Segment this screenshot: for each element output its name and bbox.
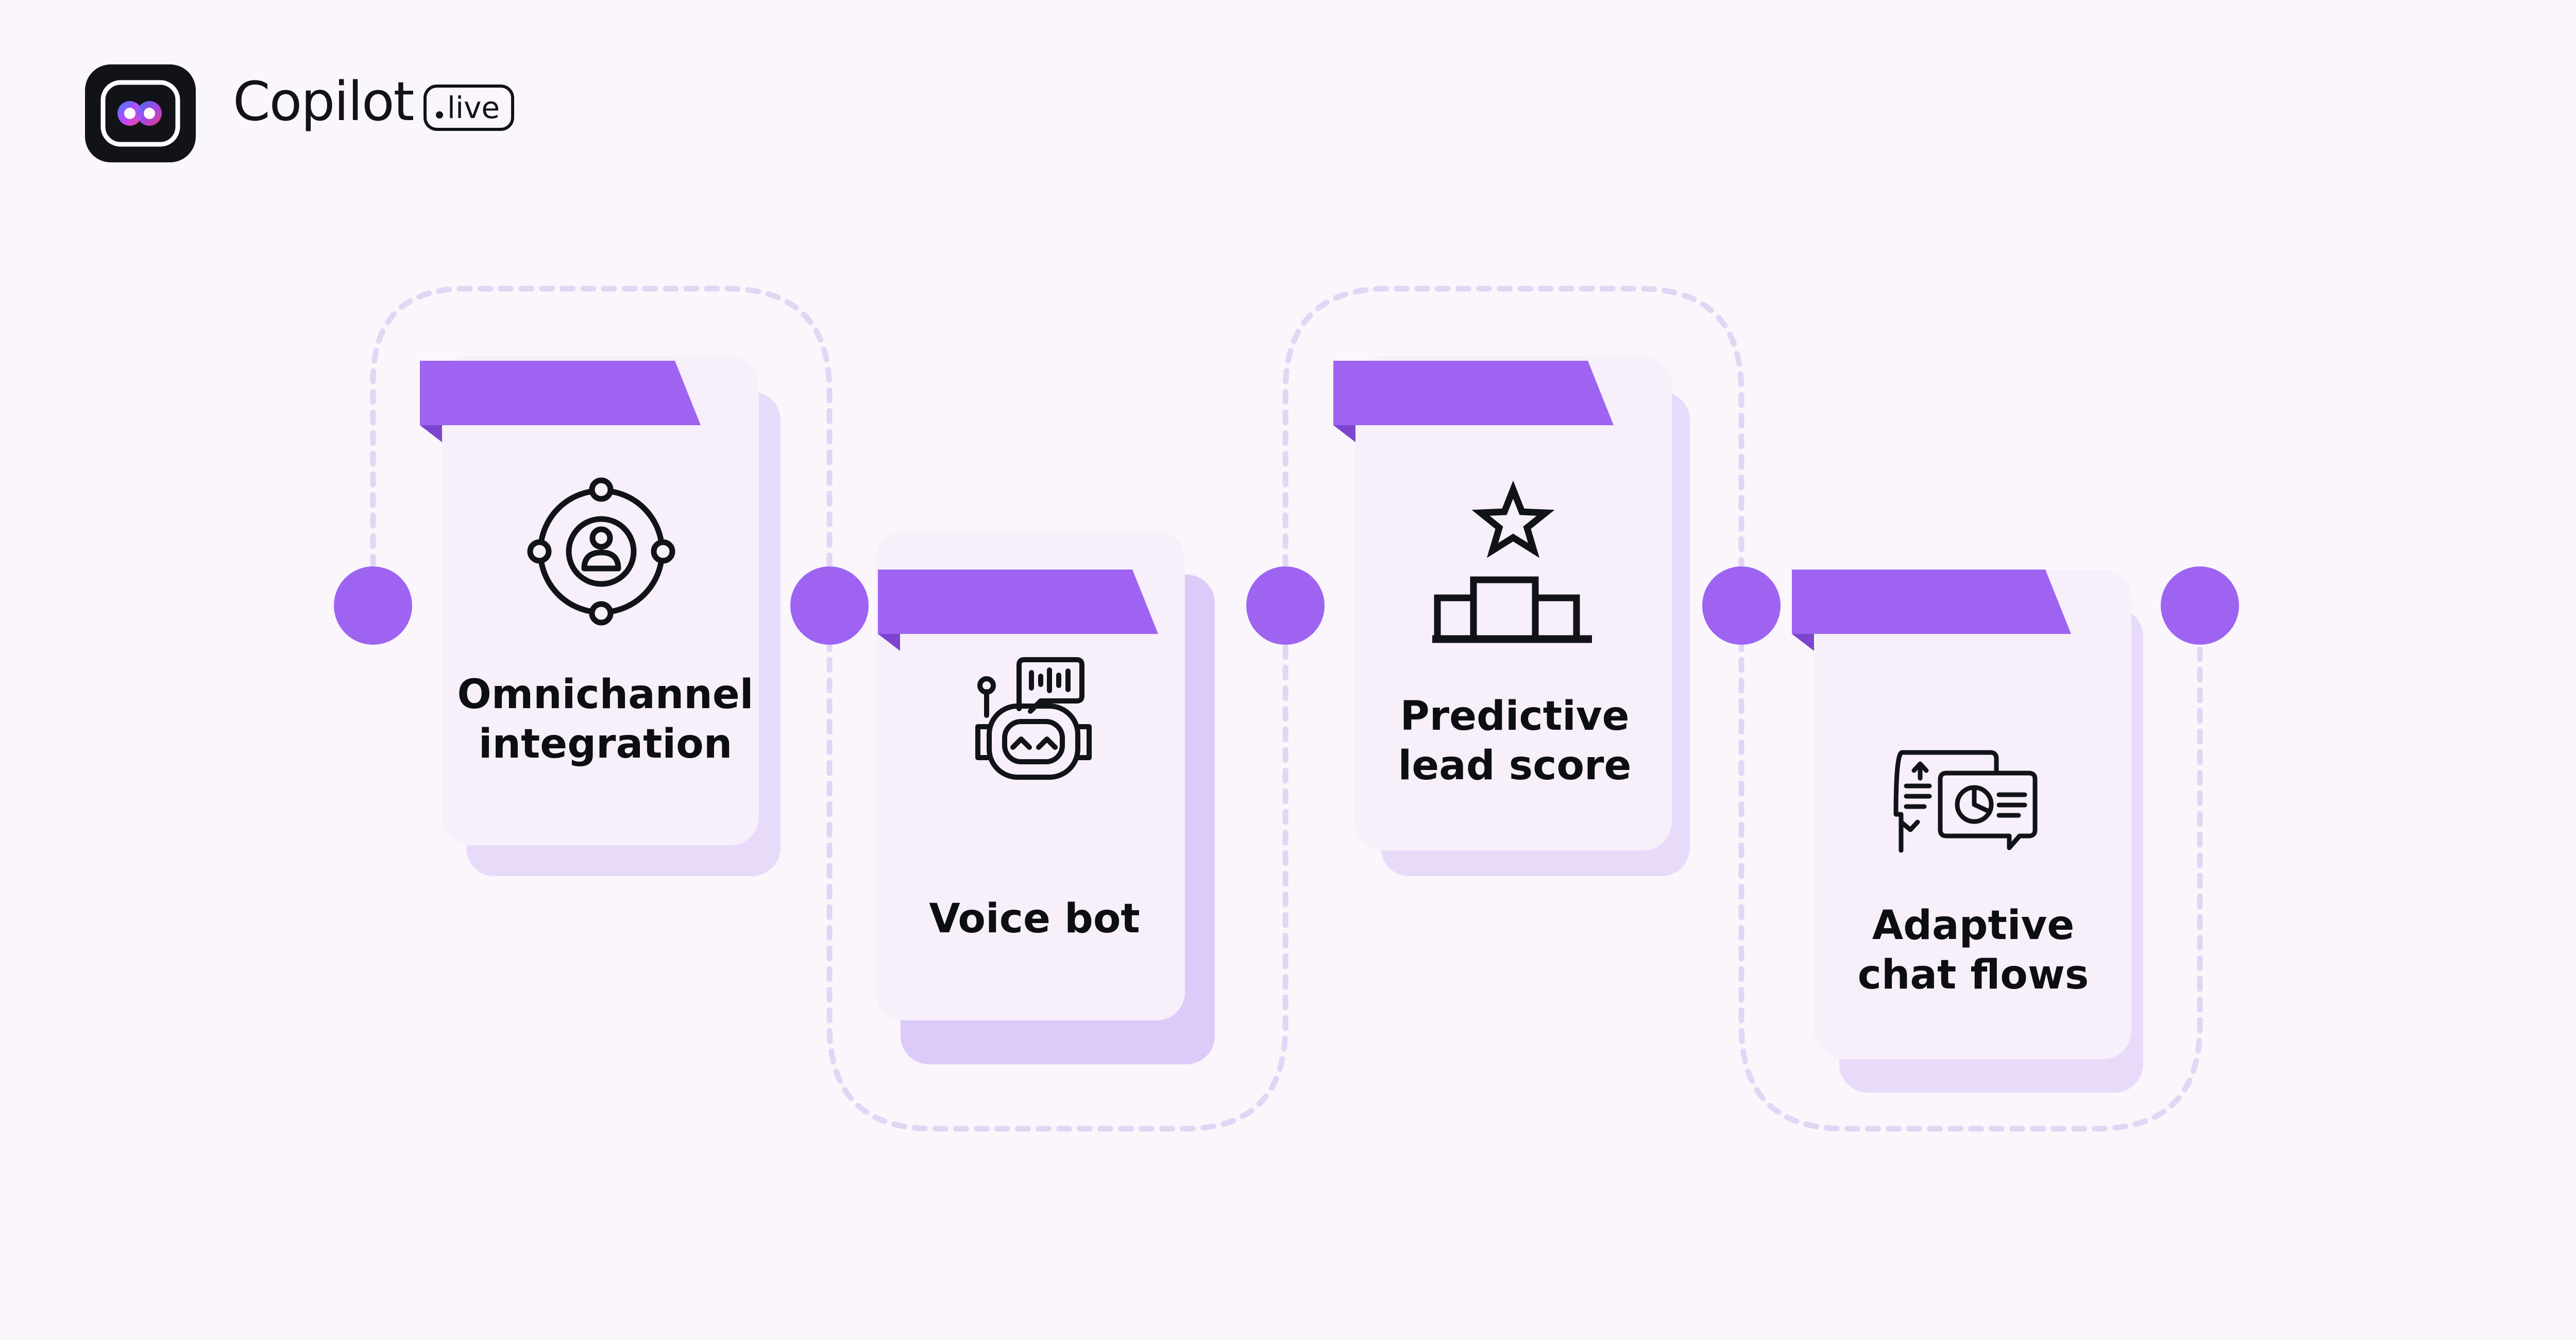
card-body [442, 356, 759, 845]
ribbon-fold [420, 425, 442, 442]
step-title-line: lead score [1398, 743, 1632, 789]
step-card-2 [876, 531, 1215, 1064]
step-title-3: Predictive lead score [1350, 692, 1680, 791]
step-title-1: Omnichannel integration [440, 670, 770, 769]
omnichannel-icon [527, 477, 675, 626]
step-title-line: integration [478, 721, 733, 767]
dashed-loop-top-1 [370, 286, 833, 622]
step-card-1 [420, 356, 781, 876]
step-title-line: Omnichannel [457, 672, 754, 718]
dashed-connectors [370, 286, 2203, 1132]
ribbon-fold [878, 634, 900, 651]
brand-name: Copilot [233, 70, 414, 133]
step-title-line: chat flows [1857, 952, 2089, 998]
step-title-line: Predictive [1400, 693, 1630, 740]
card-body [1815, 569, 2131, 1059]
dashed-loop-bottom-1 [826, 636, 1289, 1132]
card-ribbon [1333, 361, 1614, 425]
card-ribbon [1792, 569, 2071, 634]
card-ribbon [878, 569, 1158, 634]
brand-badge: live [423, 85, 514, 131]
connector-dot-5 [2161, 566, 2239, 645]
dashed-loop-bottom-2 [1738, 636, 2203, 1132]
step-title-line: Adaptive [1872, 902, 2075, 949]
step-title-4: Adaptive chat flows [1808, 901, 2138, 1000]
robot-icon [975, 657, 1092, 780]
chat-chart-icon [1893, 750, 2038, 853]
step-title-2: Voice bot [870, 894, 1199, 944]
connector-dot-2 [790, 566, 869, 645]
copilot-logo-icon [85, 64, 196, 162]
step-card-3 [1333, 356, 1690, 876]
connector-dot-3 [1246, 566, 1325, 645]
connector-dot-1 [334, 566, 412, 645]
card-ribbon [420, 361, 701, 425]
ribbon-fold [1333, 425, 1355, 442]
step-title-line: Voice bot [929, 896, 1140, 942]
connector-dot-4 [1702, 566, 1781, 645]
step-card-4 [1792, 569, 2143, 1093]
card-body [1355, 356, 1672, 850]
connector-dots [334, 566, 2239, 645]
podium-star-icon [1432, 480, 1592, 643]
dashed-loop-top-2 [1282, 286, 1744, 622]
ribbon-fold [1792, 634, 1814, 651]
